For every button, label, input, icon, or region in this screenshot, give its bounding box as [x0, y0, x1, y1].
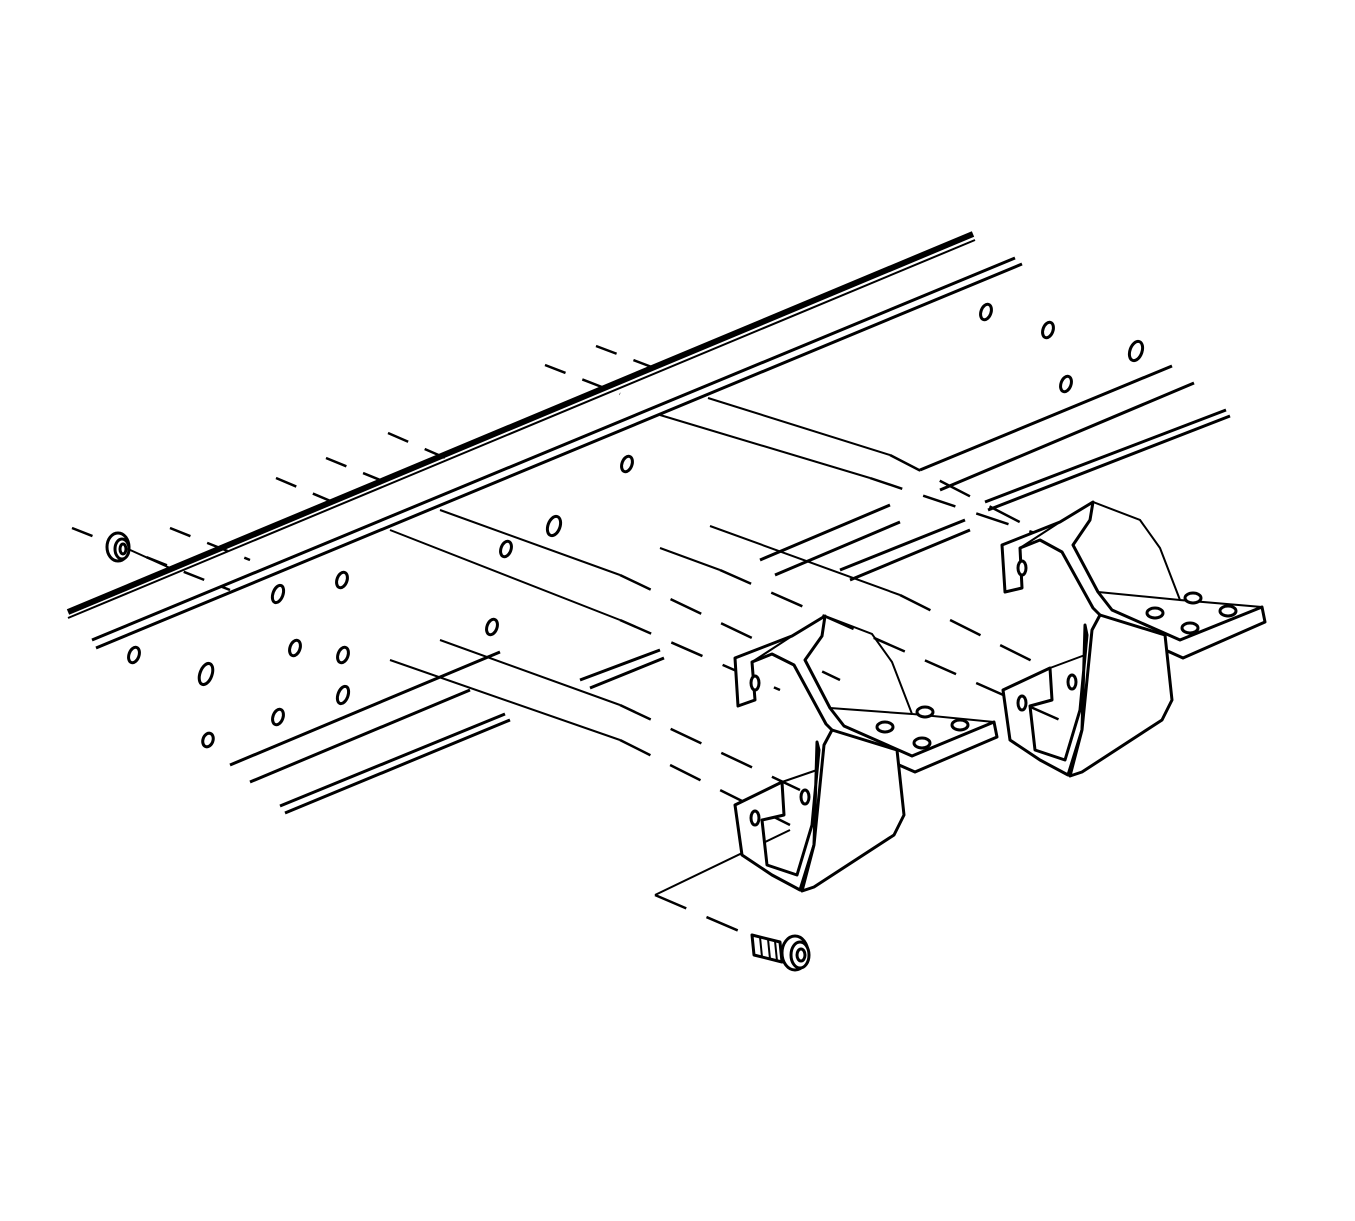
flange-bolt	[750, 933, 811, 972]
frame-rail	[66, 231, 1231, 815]
nut	[105, 531, 131, 563]
right-support-bracket	[1000, 500, 1267, 778]
alignment-lines	[71, 344, 1081, 942]
frame-holes	[127, 302, 1145, 749]
left-support-bracket	[733, 614, 999, 893]
